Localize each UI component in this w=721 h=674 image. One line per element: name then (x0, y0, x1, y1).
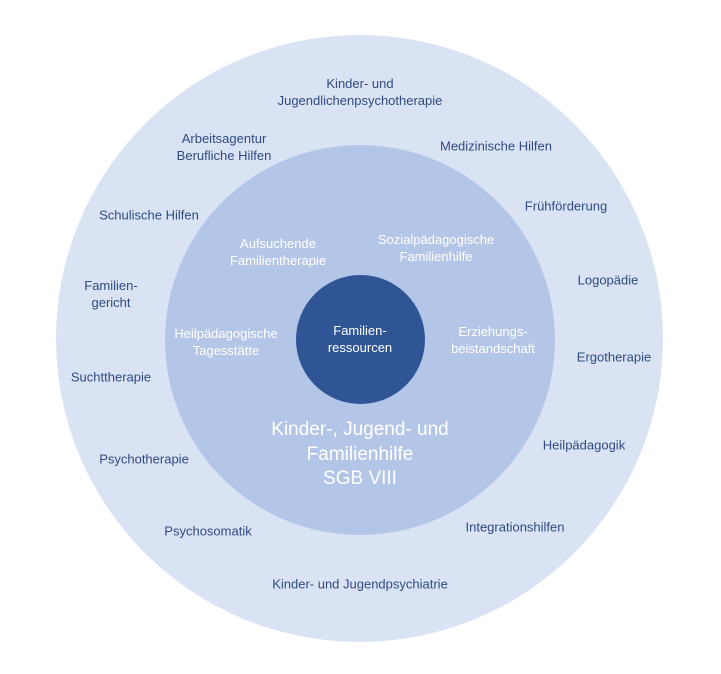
label-schulische-hilfen: Schulische Hilfen (99, 207, 199, 223)
label-psychosomatik: Psychosomatik (164, 523, 252, 539)
label-familiengericht: Familien- gericht (84, 278, 138, 310)
core-circle (296, 275, 425, 404)
label-kinder-jugendpsychiatrie: Kinder- und Jugendpsychiatrie (272, 576, 448, 592)
label-kinder-jugend-familienhilfe: Kinder-, Jugend- und Familienhilfe SGB V… (271, 418, 449, 490)
label-psychotherapie: Psychotherapie (99, 451, 189, 467)
label-arbeitsagentur: Arbeitsagentur Berufliche Hilfen (176, 131, 272, 163)
label-familienressourcen: Familien- ressourcen (327, 323, 393, 355)
label-logopaedie: Logopädie (577, 272, 639, 288)
label-heilpaedagogik: Heilpädagogik (542, 437, 626, 453)
label-fruehfoerderung: Frühförderung (524, 198, 608, 214)
label-kinder-jugendlichenpsychotherapie: Kinder- und Jugendlichenpsychotherapie (277, 76, 443, 108)
label-medizinische-hilfen: Medizinische Hilfen (440, 138, 552, 154)
label-erziehungsbeistandschaft: Erziehungs- beistandschaft (451, 324, 535, 356)
label-heilpaedagogische-tagesstaette: Heilpädagogische Tagesstätte (174, 326, 278, 358)
label-aufsuchende-familientherapie: Aufsuchende Familientherapie (229, 236, 327, 268)
label-ergotherapie: Ergotherapie (576, 349, 652, 365)
label-sozialpaedagogische-familienhilfe: Sozialpädagogische Familienhilfe (377, 232, 495, 264)
label-suchttherapie: Suchttherapie (70, 369, 152, 385)
label-integrationshilfen: Integrationshilfen (465, 519, 565, 535)
